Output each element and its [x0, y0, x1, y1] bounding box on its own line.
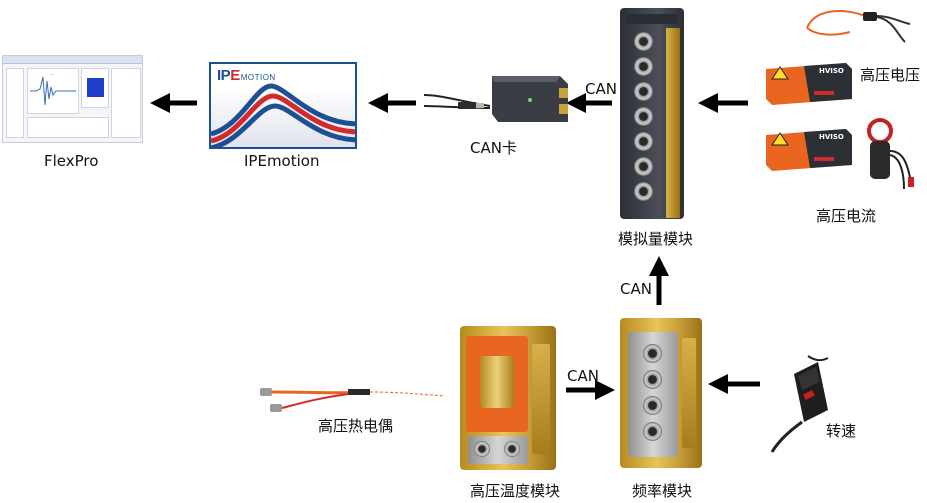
- edge-label-can-temp: CAN: [567, 367, 599, 385]
- speed-sensor-device: [768, 352, 848, 454]
- label-frequency-module: 频率模块: [632, 482, 693, 500]
- frequency-module-device: [620, 318, 702, 468]
- label-hv-temp-module: 高压温度模块: [470, 482, 561, 500]
- current-clamp-icon: [864, 117, 922, 192]
- label-hv-current: 高压电流: [816, 207, 877, 225]
- edge-label-can-analog: CAN: [585, 80, 617, 98]
- hv-current-box-text: HVISO: [819, 133, 844, 141]
- hv-voltage-probe: [805, 2, 915, 47]
- svg-text:···: ···: [50, 72, 54, 77]
- label-ipemotion: IPEmotion: [244, 152, 320, 170]
- label-hv-voltage: 高压电压: [860, 66, 921, 84]
- label-speed-sensor: 转速: [826, 422, 857, 440]
- ipemotion-logo: IPEMOTION: [217, 67, 276, 84]
- hv-current-hviso-box: HVISO: [764, 127, 854, 172]
- flexpro-screenshot: ···: [2, 55, 143, 143]
- hv-voltage-hviso-box: HVISO: [764, 61, 854, 106]
- label-flexpro: FlexPro: [44, 152, 99, 170]
- label-analog-module: 模拟量模块: [618, 230, 694, 248]
- ipemotion-logo-box: IPEMOTION: [209, 62, 357, 149]
- hv-voltage-box-text: HVISO: [819, 67, 844, 75]
- edge-label-can-freq: CAN: [620, 280, 652, 298]
- label-hv-thermocouple: 高压热电偶: [318, 417, 394, 435]
- hv-temp-module-device: [460, 326, 556, 470]
- label-can-card: CAN卡: [470, 139, 517, 157]
- analog-module-device: [620, 8, 684, 219]
- hv-thermocouple-cable: [258, 380, 448, 416]
- can-card-device: [420, 70, 570, 130]
